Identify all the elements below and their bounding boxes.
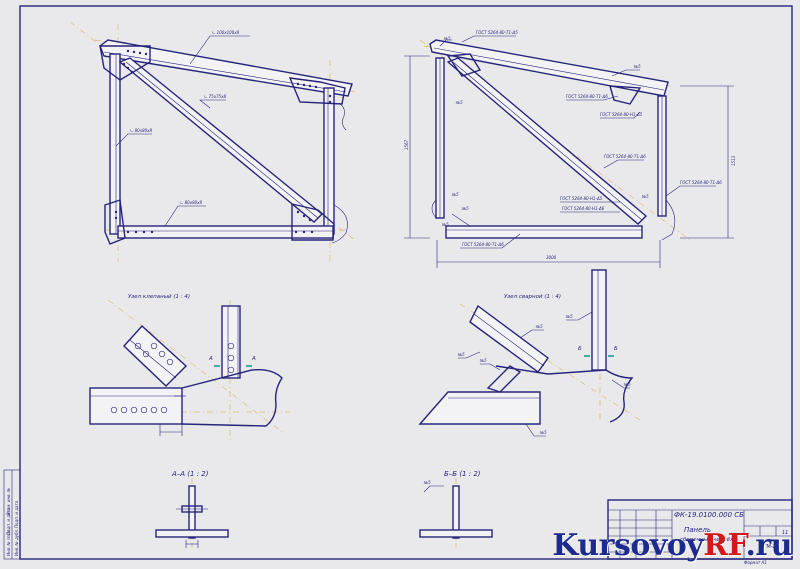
svg-text:№5: №5: [641, 194, 649, 199]
title-block: ФК-19.0100.000 СБ Панель сборочный чертё…: [607, 499, 793, 565]
weld-label: ГОСТ 5264-80-Т1-Δ6: [566, 94, 608, 99]
weld-label: ГОСТ 5264-80-Т1-Δ6: [604, 154, 646, 159]
svg-text:№5: №5: [455, 100, 463, 105]
riveted-node-title: Узел клепаный (1 : 4): [128, 294, 190, 300]
sheet-count: 11: [782, 530, 788, 536]
drawing-subtitle: сборочный чертёж: [680, 537, 735, 543]
watermark-logo: KursovoyRF.ru: [552, 528, 792, 563]
drawing-frame: [19, 5, 793, 560]
side-stamp-text: Подп. и дата: [14, 500, 19, 528]
svg-text:№5: №5: [535, 324, 543, 329]
svg-text:№5: №5: [441, 222, 449, 227]
svg-text:№5: №5: [565, 314, 573, 319]
watermark-main: Kursovoy: [552, 528, 704, 563]
dimension-height-left: 1567: [404, 139, 409, 150]
assembly-view-right: 1567 1513 3000 ГОСТ 5264-80-Т1-Δ5: [404, 30, 736, 268]
side-stamp-text: Инв. № подл.: [6, 528, 11, 556]
svg-text:№5: №5: [539, 430, 547, 435]
dimension-width: 3000: [546, 255, 557, 260]
drawing-code: ФК-19.0100.000 СБ: [674, 511, 744, 519]
section-bb-view: Б–Б (1 : 2) №5: [419, 470, 493, 548]
weld-label: ГОСТ 5264-80-Т1-Δ6: [462, 242, 504, 247]
member-label: ∟ 80х80х8: [130, 128, 153, 133]
svg-text:№5: №5: [457, 352, 465, 357]
watermark-suffix: .ru: [745, 528, 792, 563]
section-aa-view: А–А (1 : 2): [155, 470, 229, 548]
dimension-height-right: 1513: [731, 155, 736, 166]
section-mark-a: А: [251, 356, 256, 362]
side-stamp-text: Взам. инв. №: [6, 488, 11, 515]
weld-label: ГОСТ 5264-80-Н1-Δ5: [560, 196, 603, 201]
welded-node-view: Узел сварной (1 : 4) Б Б №5 №5 №5 №5 №5 …: [418, 269, 641, 437]
format-label: Формат А1: [744, 560, 767, 565]
assembly-view-left: ∟ 100х100х8 ∟ 75х75х8 ∟ 80х80х8 ∟ 80х80х…: [69, 21, 356, 262]
side-stamp: Инв. № подл. Подп. и дата Взам. инв. № И…: [6, 488, 19, 556]
svg-text:№5: №5: [633, 64, 641, 69]
section-mark-b: Б: [614, 346, 618, 352]
section-bb-title: Б–Б (1 : 2): [444, 470, 481, 478]
section-aa-title: А–А (1 : 2): [171, 470, 209, 478]
weld-mark-label: №5: [423, 480, 431, 485]
section-mark-b: Б: [578, 346, 582, 352]
weld-label: ГОСТ 5264-80-Т1-Δ5: [476, 30, 518, 35]
weld-label: ГОСТ 5264-80-Н1-Δ6: [562, 206, 605, 211]
group-code: ПГМ-20: [760, 544, 779, 550]
drawing-name: Панель: [684, 526, 711, 534]
side-stamp-text: Подп. и дата: [6, 507, 11, 535]
svg-text:№5: №5: [461, 206, 469, 211]
svg-text:№5: №5: [443, 36, 451, 41]
section-mark-a: А: [208, 356, 213, 362]
weld-label: ГОСТ 5264-80-Н1-Δ5: [600, 112, 643, 117]
svg-text:№5: №5: [451, 192, 459, 197]
weld-label: ГОСТ 5264-80-Т1-Δ6: [680, 180, 722, 185]
side-stamp-text: Инв. № дубл.: [14, 529, 19, 556]
member-label: ∟ 75х75х8: [204, 94, 227, 99]
welded-node-title: Узел сварной (1 : 4): [504, 294, 561, 300]
riveted-node-view: Узел клепаный (1 : 4) А А: [89, 294, 290, 440]
member-label: ∟ 100х100х8: [212, 30, 240, 35]
watermark-accent: RF: [703, 528, 746, 563]
svg-text:№5: №5: [479, 358, 487, 363]
member-label: ∟ 80х80х8: [180, 200, 203, 205]
svg-text:№5: №5: [623, 382, 631, 387]
